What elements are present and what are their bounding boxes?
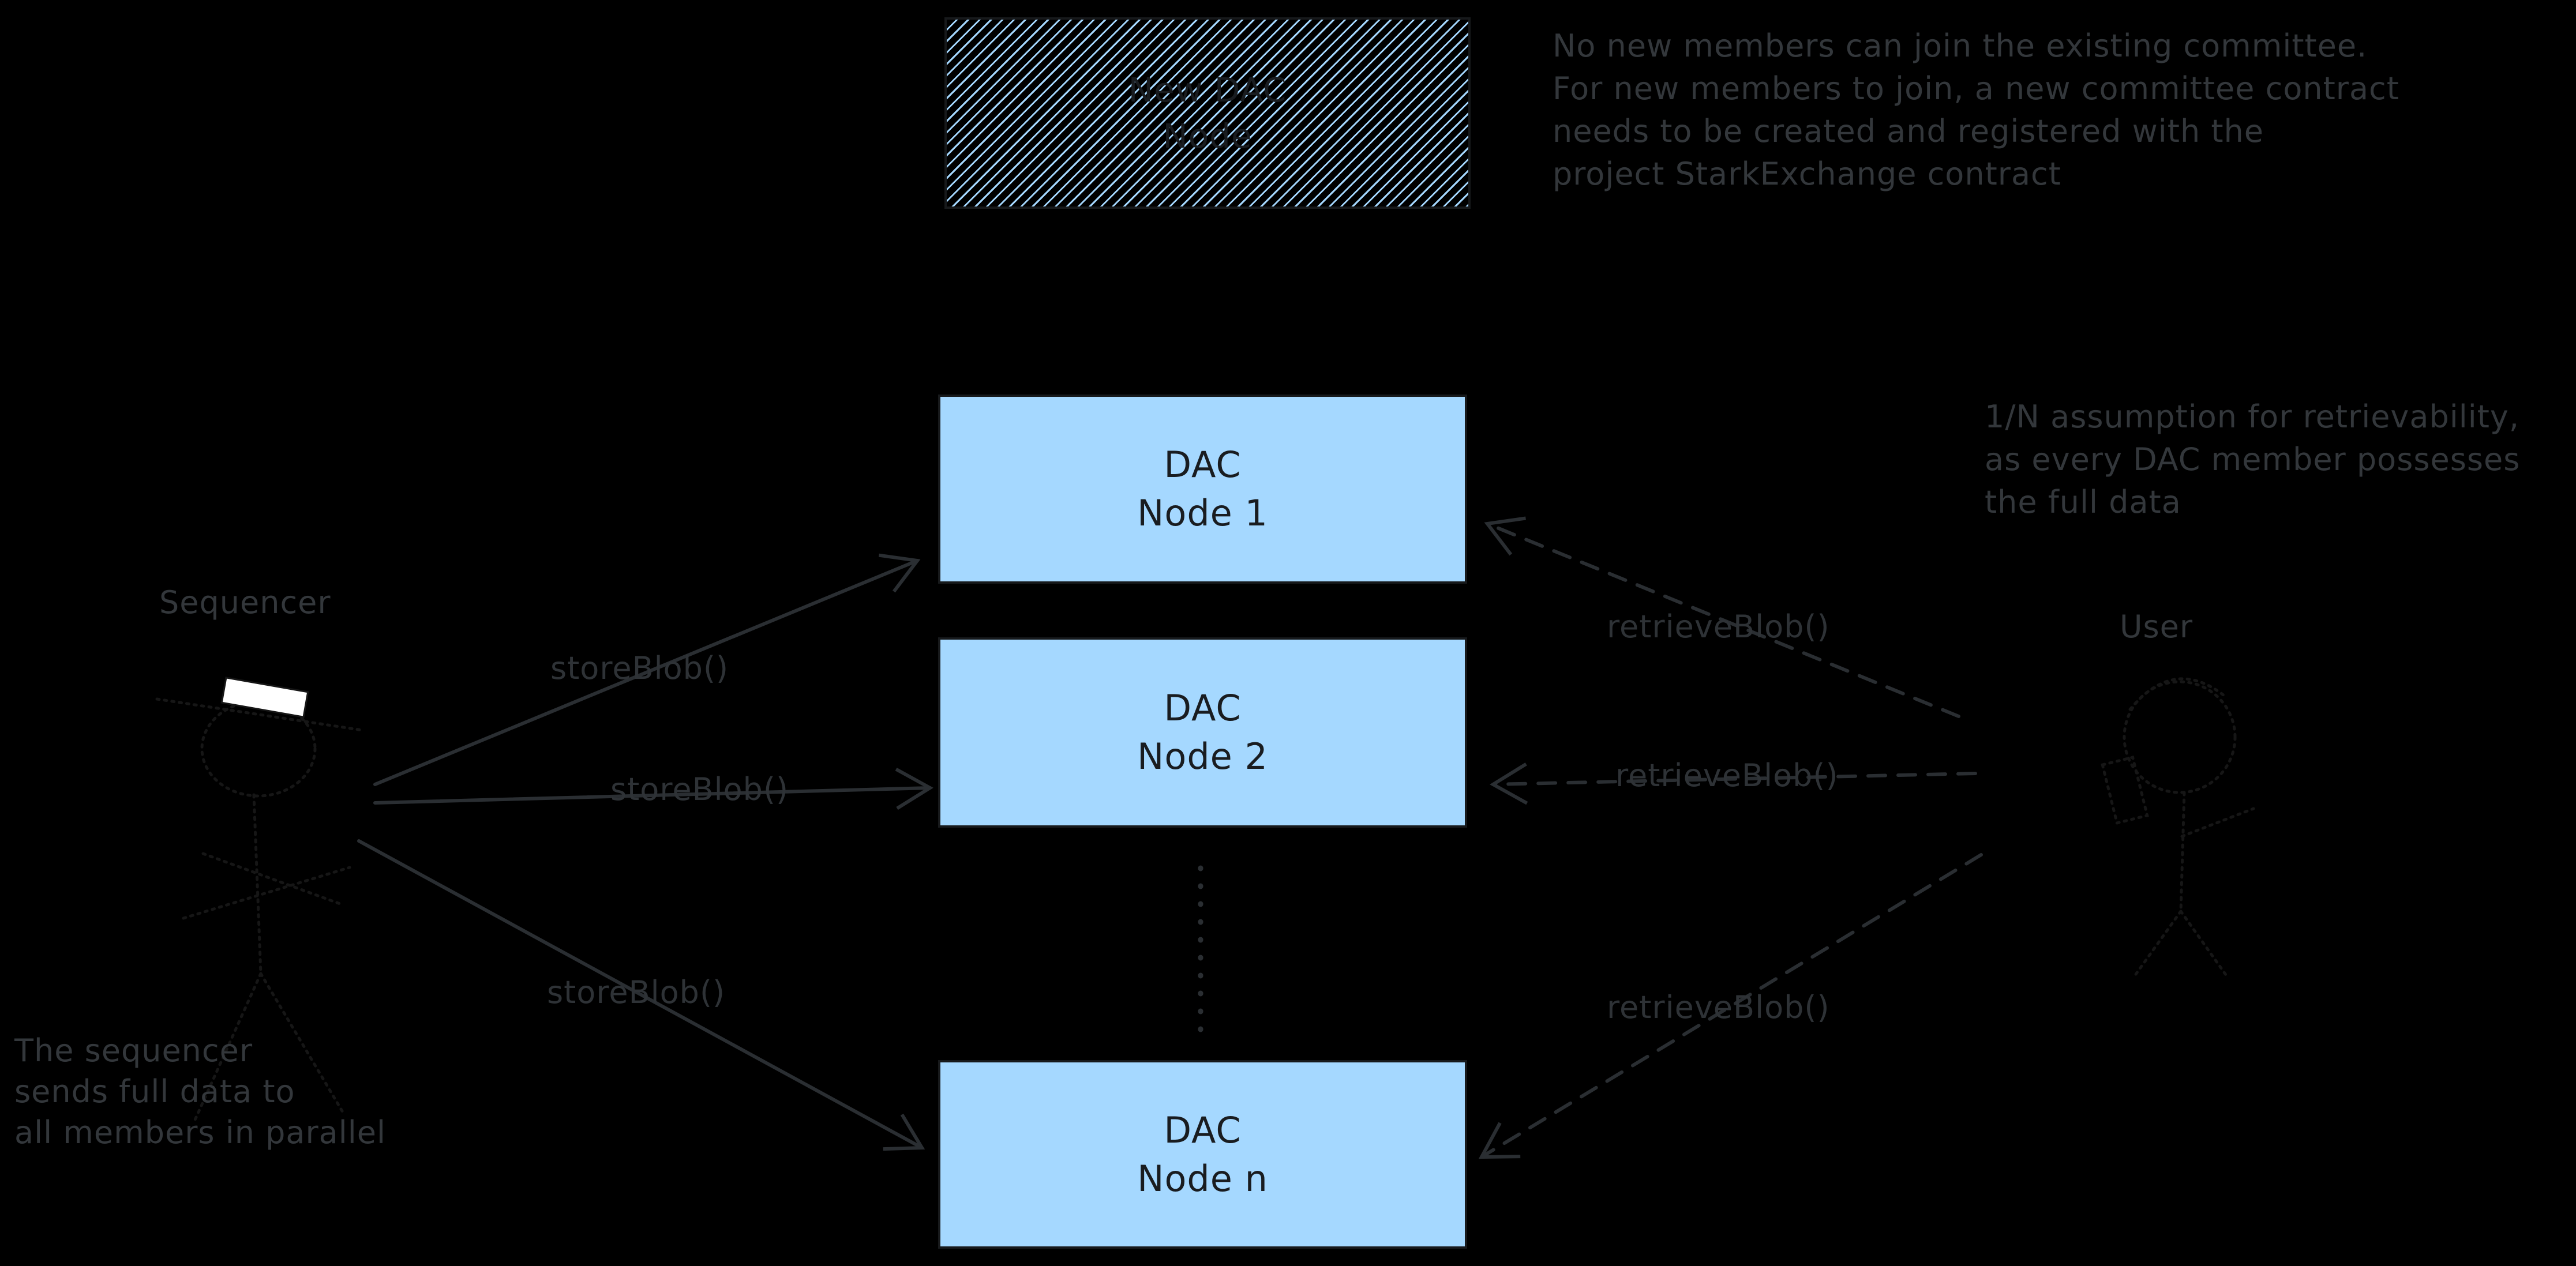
- store-blob-label-3: storeBlob(): [547, 974, 726, 1010]
- sequencer-arm-right: [201, 852, 343, 906]
- user-head: [2123, 680, 2237, 794]
- user-arm: [2180, 807, 2255, 838]
- committee-note-line: No new members can join the existing com…: [1553, 28, 2368, 64]
- dac-node-1-box: DAC Node 1: [938, 395, 1467, 584]
- committee-note: No new members can join the existing com…: [1553, 25, 2399, 196]
- user-hair: [2128, 677, 2229, 711]
- new-dac-node-label-line1: New DAC: [1128, 70, 1287, 110]
- dac-node-n-label-line1: DAC: [1164, 1109, 1242, 1151]
- user-leg-left: [2133, 910, 2183, 978]
- sequencer-head: [200, 700, 317, 798]
- dac-node-n-label-line2: Node n: [1137, 1157, 1268, 1200]
- user-phone: [2101, 755, 2149, 825]
- dac-node-2-label-line1: DAC: [1164, 687, 1242, 729]
- dac-node-1-label-line1: DAC: [1164, 444, 1242, 486]
- dac-node-2-box: DAC Node 2: [938, 637, 1467, 828]
- sequencer-hat-brim: [155, 697, 364, 732]
- sequencer-arm-left: [182, 866, 351, 920]
- retrieve-blob-label-1: retrieveBlob(): [1607, 608, 1830, 645]
- user-body: [2179, 791, 2186, 913]
- store-blob-arrows: [357, 553, 933, 1151]
- new-dac-node-label-line2: Node: [1163, 117, 1253, 156]
- dac-node-2-label-line2: Node 2: [1137, 735, 1268, 777]
- store-blob-label-1: storeBlob(): [550, 650, 729, 686]
- store-blob-label-2: storeBlob(): [610, 771, 789, 807]
- user-label: User: [2120, 608, 2193, 645]
- new-dac-node-box: New DAC Node: [944, 17, 1471, 209]
- sequencer-note-line: sends full data to: [14, 1073, 295, 1110]
- dac-node-n-box: DAC Node n: [938, 1060, 1467, 1249]
- user-leg-right: [2179, 910, 2228, 976]
- sequencer-label: Sequencer: [159, 584, 331, 621]
- sequencer-note: The sequencer sends full data to all mem…: [14, 1030, 386, 1153]
- retrieve-blob-label-2: retrieveBlob(): [1615, 757, 1839, 794]
- committee-note-line: needs to be created and registered with …: [1553, 113, 2264, 149]
- retrievability-note-line: the full data: [1985, 484, 2181, 520]
- retrievability-note: 1/N assumption for retrievability, as ev…: [1985, 396, 2520, 524]
- committee-note-line: project StarkExchange contract: [1553, 156, 2061, 192]
- sequencer-note-line: The sequencer: [14, 1032, 253, 1069]
- sequencer-note-line: all members in parallel: [14, 1114, 386, 1151]
- retrievability-note-line: as every DAC member possesses: [1985, 441, 2521, 478]
- committee-note-line: For new members to join, a new committee…: [1553, 70, 2399, 107]
- retrievability-note-line: 1/N assumption for retrievability,: [1985, 399, 2520, 435]
- user-figure-icon: [2101, 677, 2255, 978]
- sequencer-body: [252, 793, 263, 975]
- sequencer-visor: [220, 677, 309, 718]
- retrieve-blob-label-3: retrieveBlob(): [1607, 989, 1830, 1025]
- dac-node-1-label-line2: Node 1: [1137, 492, 1268, 534]
